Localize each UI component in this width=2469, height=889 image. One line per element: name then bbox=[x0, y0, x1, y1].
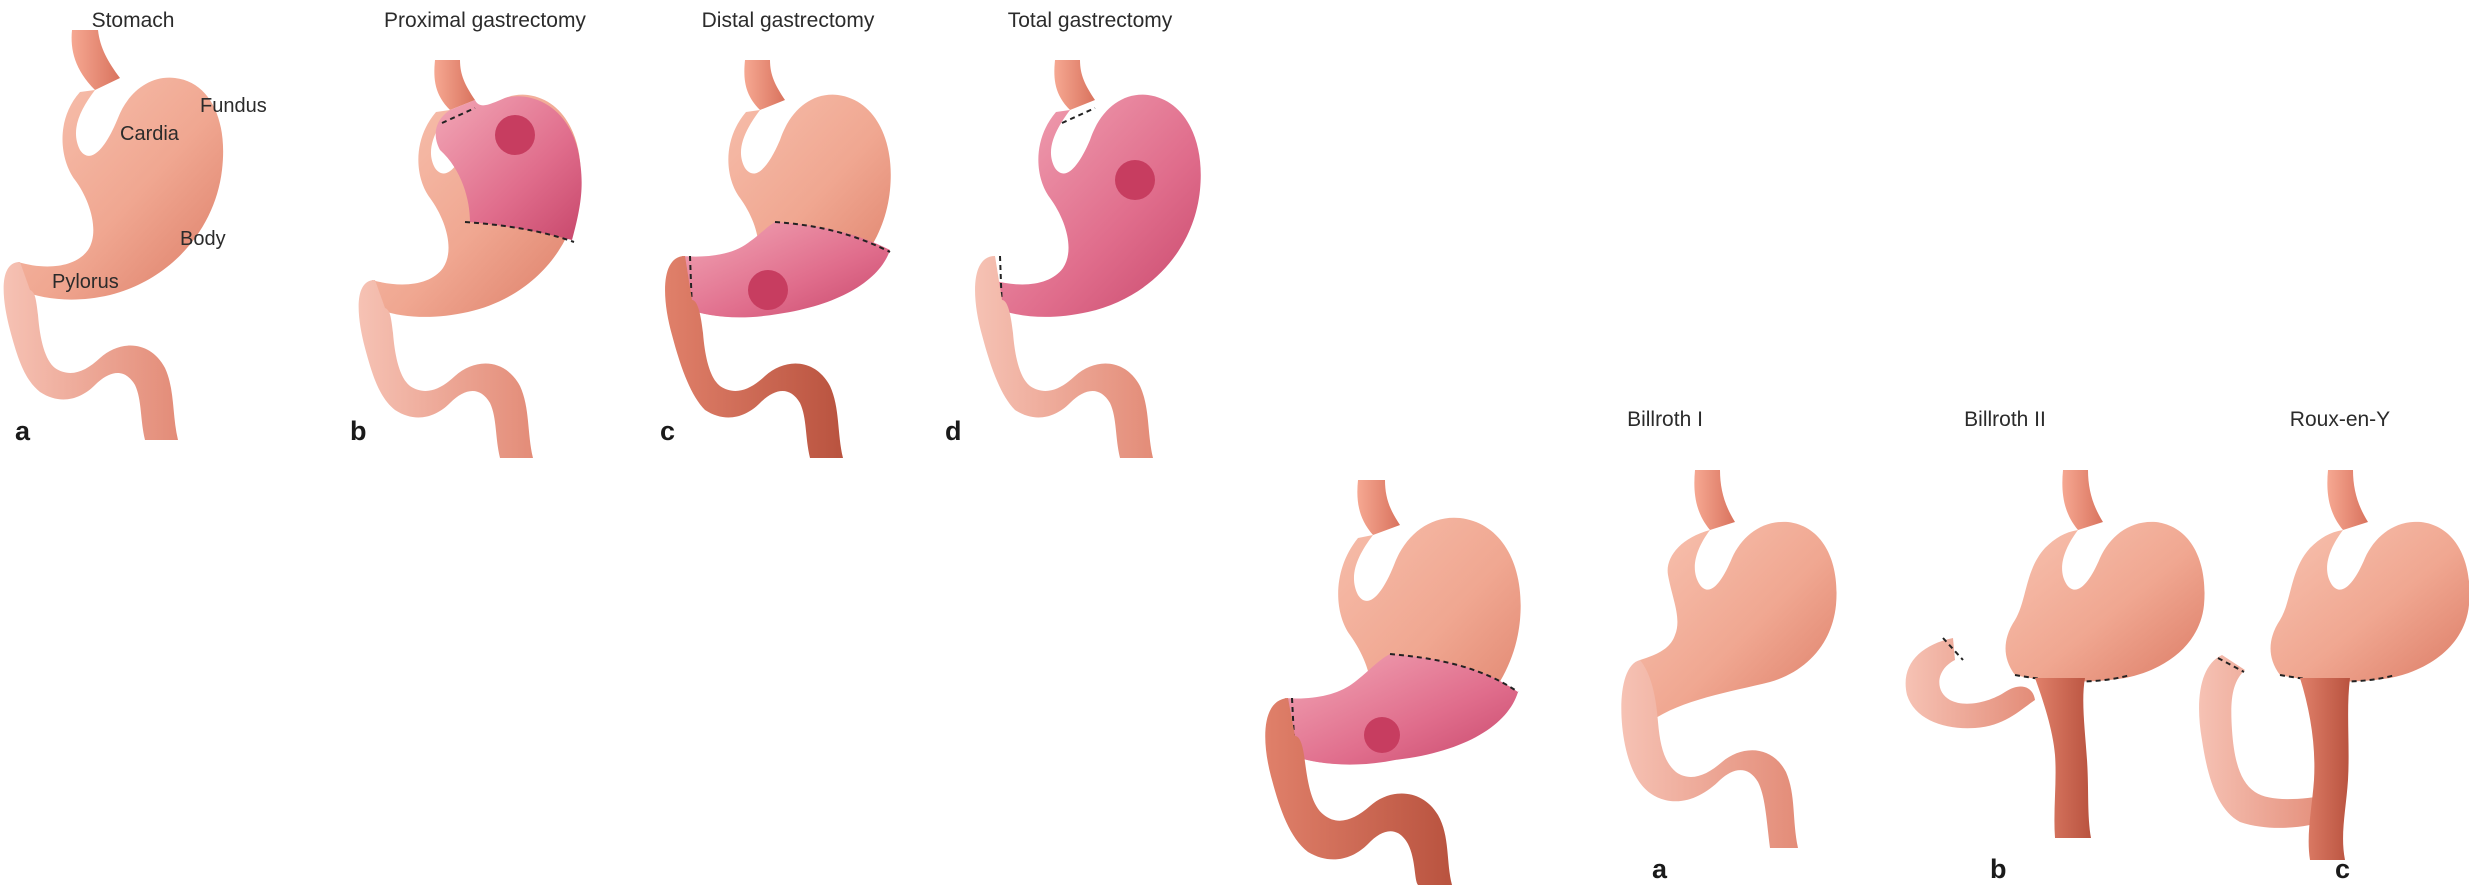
panel-billroth-i: Billroth I a bbox=[1621, 408, 1836, 884]
panel-letter: c bbox=[660, 416, 675, 446]
esophagus bbox=[2062, 470, 2103, 530]
esophagus bbox=[2327, 470, 2368, 530]
gastric-remnant bbox=[1640, 522, 1837, 722]
tumor bbox=[1115, 160, 1155, 200]
panel-title: Billroth I bbox=[1627, 408, 1703, 431]
panel-title: Billroth II bbox=[1964, 408, 2046, 431]
panel-d-total-gastrectomy: Total gastrectomy d bbox=[945, 9, 1201, 458]
panel-title: Total gastrectomy bbox=[1008, 9, 1173, 32]
esophagus bbox=[1357, 480, 1400, 535]
panel-letter: d bbox=[945, 416, 962, 446]
resected-region bbox=[992, 95, 1201, 317]
roux-limb bbox=[2300, 678, 2350, 860]
stomach-body bbox=[18, 78, 223, 300]
panel-roux-en-y: Roux-en-Y c bbox=[2199, 408, 2469, 884]
body-label: Body bbox=[180, 228, 226, 250]
esophagus bbox=[72, 30, 120, 90]
esophagus bbox=[744, 60, 785, 110]
esophagus bbox=[1694, 470, 1735, 530]
efferent-limb bbox=[2035, 678, 2091, 838]
panel-title: Proximal gastrectomy bbox=[384, 9, 586, 32]
cardia-label: Cardia bbox=[120, 123, 180, 145]
panel-c-distal-gastrectomy: Distal gastrectomy c bbox=[660, 9, 891, 458]
panel-letter: a bbox=[15, 416, 31, 446]
distal-resection-reference bbox=[1265, 480, 1520, 885]
fundus-label: Fundus bbox=[200, 95, 267, 117]
panel-letter: a bbox=[1652, 854, 1668, 884]
panel-title: Roux-en-Y bbox=[2290, 408, 2390, 431]
panel-letter: b bbox=[1990, 854, 2007, 884]
panel-letter: c bbox=[2335, 854, 2350, 884]
gastric-remnant bbox=[2271, 522, 2469, 682]
resection-line bbox=[1062, 108, 1095, 123]
panel-billroth-ii: Billroth II b bbox=[1906, 408, 2205, 884]
tumor bbox=[1364, 717, 1400, 753]
esophagus bbox=[1054, 60, 1095, 110]
pylorus-label: Pylorus bbox=[52, 271, 119, 293]
panel-title: Stomach bbox=[92, 9, 175, 32]
panel-a-stomach: Stomach Fundus Cardia Body Pylorus a bbox=[4, 9, 267, 446]
tumor bbox=[495, 115, 535, 155]
gastric-remnant bbox=[2006, 522, 2205, 682]
panel-letter: b bbox=[350, 416, 367, 446]
panel-title: Distal gastrectomy bbox=[702, 9, 875, 32]
panel-b-proximal-gastrectomy: Proximal gastrectomy b bbox=[350, 9, 586, 458]
tumor bbox=[748, 270, 788, 310]
